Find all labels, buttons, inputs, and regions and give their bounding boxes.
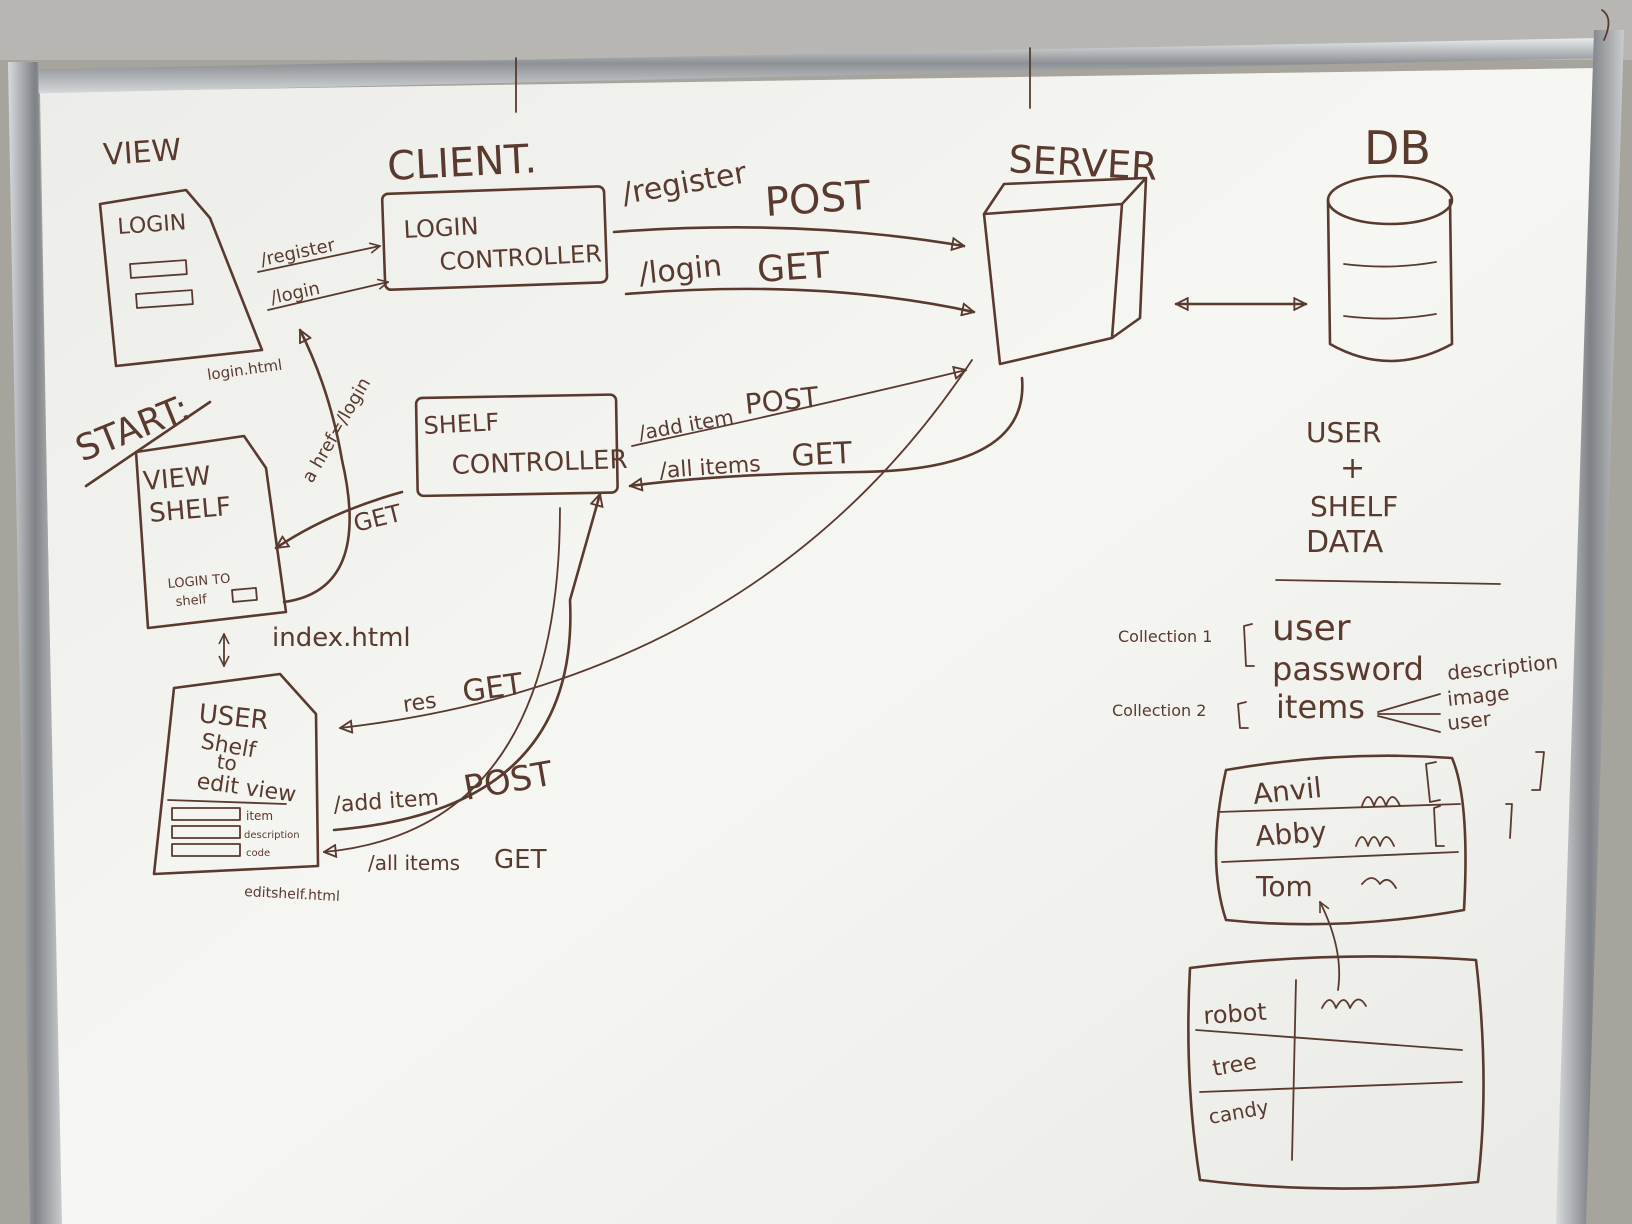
user-shelf-field-label: code [246,848,270,859]
users-table-row: Abby [1254,815,1327,853]
view-shelf-label: VIEW [142,461,212,497]
user-shelf-page-icon [152,672,320,876]
all-items-method: GET [791,436,854,474]
user-shelf-label: to [215,749,238,776]
left-post [8,62,62,1224]
login-method: GET [756,245,832,291]
shelf-controller-label: SHELF [423,408,500,440]
user-shelf-field-label: description [244,830,300,841]
column-label-client: CLIENT. [386,136,538,190]
items-table-col-line [1291,979,1297,1161]
user-shelf-field [171,843,241,857]
view-login-arrow [267,282,388,311]
column-label-db: DB [1364,121,1431,175]
res-method: GET [460,667,525,710]
all-items-get-arrow [630,376,1024,486]
items-table-row-line [1195,1029,1463,1093]
user-shelf-label: USER [197,699,270,736]
edit-all-items-arrow [324,507,561,852]
res-get-arrow [340,359,973,728]
add-item-method: POST [743,380,821,421]
users-table-bracket [1425,751,1545,847]
collection-1-bracket [1243,623,1255,667]
schema-password: password [1272,650,1424,688]
login-controller-box [380,185,609,292]
schema-user: user [1272,608,1351,649]
login-input-field [129,259,188,279]
user-shelf-field-label: item [246,809,273,823]
login-label: /login [637,248,723,292]
collection-2-bracket [1237,701,1249,729]
edit-add-item-arrow [332,494,600,832]
view-shelf-shelf: shelf [175,592,208,610]
shelf-get-arrow [276,490,404,550]
schema-items-branch [1377,693,1441,733]
start-underline [84,400,212,488]
login-input-field [135,289,194,309]
user-shelf-filename: editshelf.html [244,884,341,905]
view-shelf-login-to: LOGIN TO [167,572,231,592]
collection-2-label: Collection 2 [1112,701,1206,720]
data-note-underline [1275,579,1501,585]
schema-user-field: user [1446,706,1493,735]
register-post-arrow [612,226,964,246]
view-shelf-login-button [231,587,258,603]
view-shelf-label: SHELF [148,492,232,529]
users-table [1214,754,1467,926]
users-table-row: Tom [1255,870,1313,903]
res-label: res [401,689,438,718]
items-table-row: robot [1202,998,1267,1030]
users-table-row: Anvil [1251,771,1323,811]
right-post [1556,30,1624,1224]
data-note-line: DATA [1306,525,1384,560]
items-table-link-arrow [1319,902,1341,991]
login-view-title: LOGIN [117,210,187,240]
users-table-scribble [1355,796,1401,889]
items-table-scribble [1321,998,1367,1009]
column-label-view: VIEW [102,133,182,173]
href-login-arrow [282,330,351,604]
data-note-line: SHELF [1310,490,1398,523]
database-cylinder-icon [1326,174,1454,363]
top-rail [10,38,1602,94]
edit-all-items-label: /all items [368,851,460,875]
view-register-arrow [257,246,380,273]
edit-all-items-method: GET [494,845,547,875]
collection-1-label: Collection 1 [1118,627,1212,646]
server-box-icon [982,176,1148,366]
view-shelf-filename: index.html [272,623,411,653]
login-controller-label: LOGIN [403,212,479,244]
user-shelf-field [171,825,241,839]
user-shelf-divider [167,799,287,805]
data-note-plus: + [1340,451,1365,486]
hanging-hook [1601,9,1610,41]
login-page-icon [98,188,264,368]
users-table-row-line [1217,803,1461,863]
login-get-arrow [624,287,974,312]
data-note-line: USER [1306,416,1381,449]
register-method: POST [763,173,872,226]
add-item-post-arrow [631,370,966,447]
schema-items: items [1276,688,1365,726]
shelf-controller-label: CONTROLLER [451,445,628,481]
items-table [1187,955,1485,1190]
shelf-controller-box [414,393,619,498]
whiteboard-surface [40,68,1598,1224]
user-shelf-field [171,807,241,821]
